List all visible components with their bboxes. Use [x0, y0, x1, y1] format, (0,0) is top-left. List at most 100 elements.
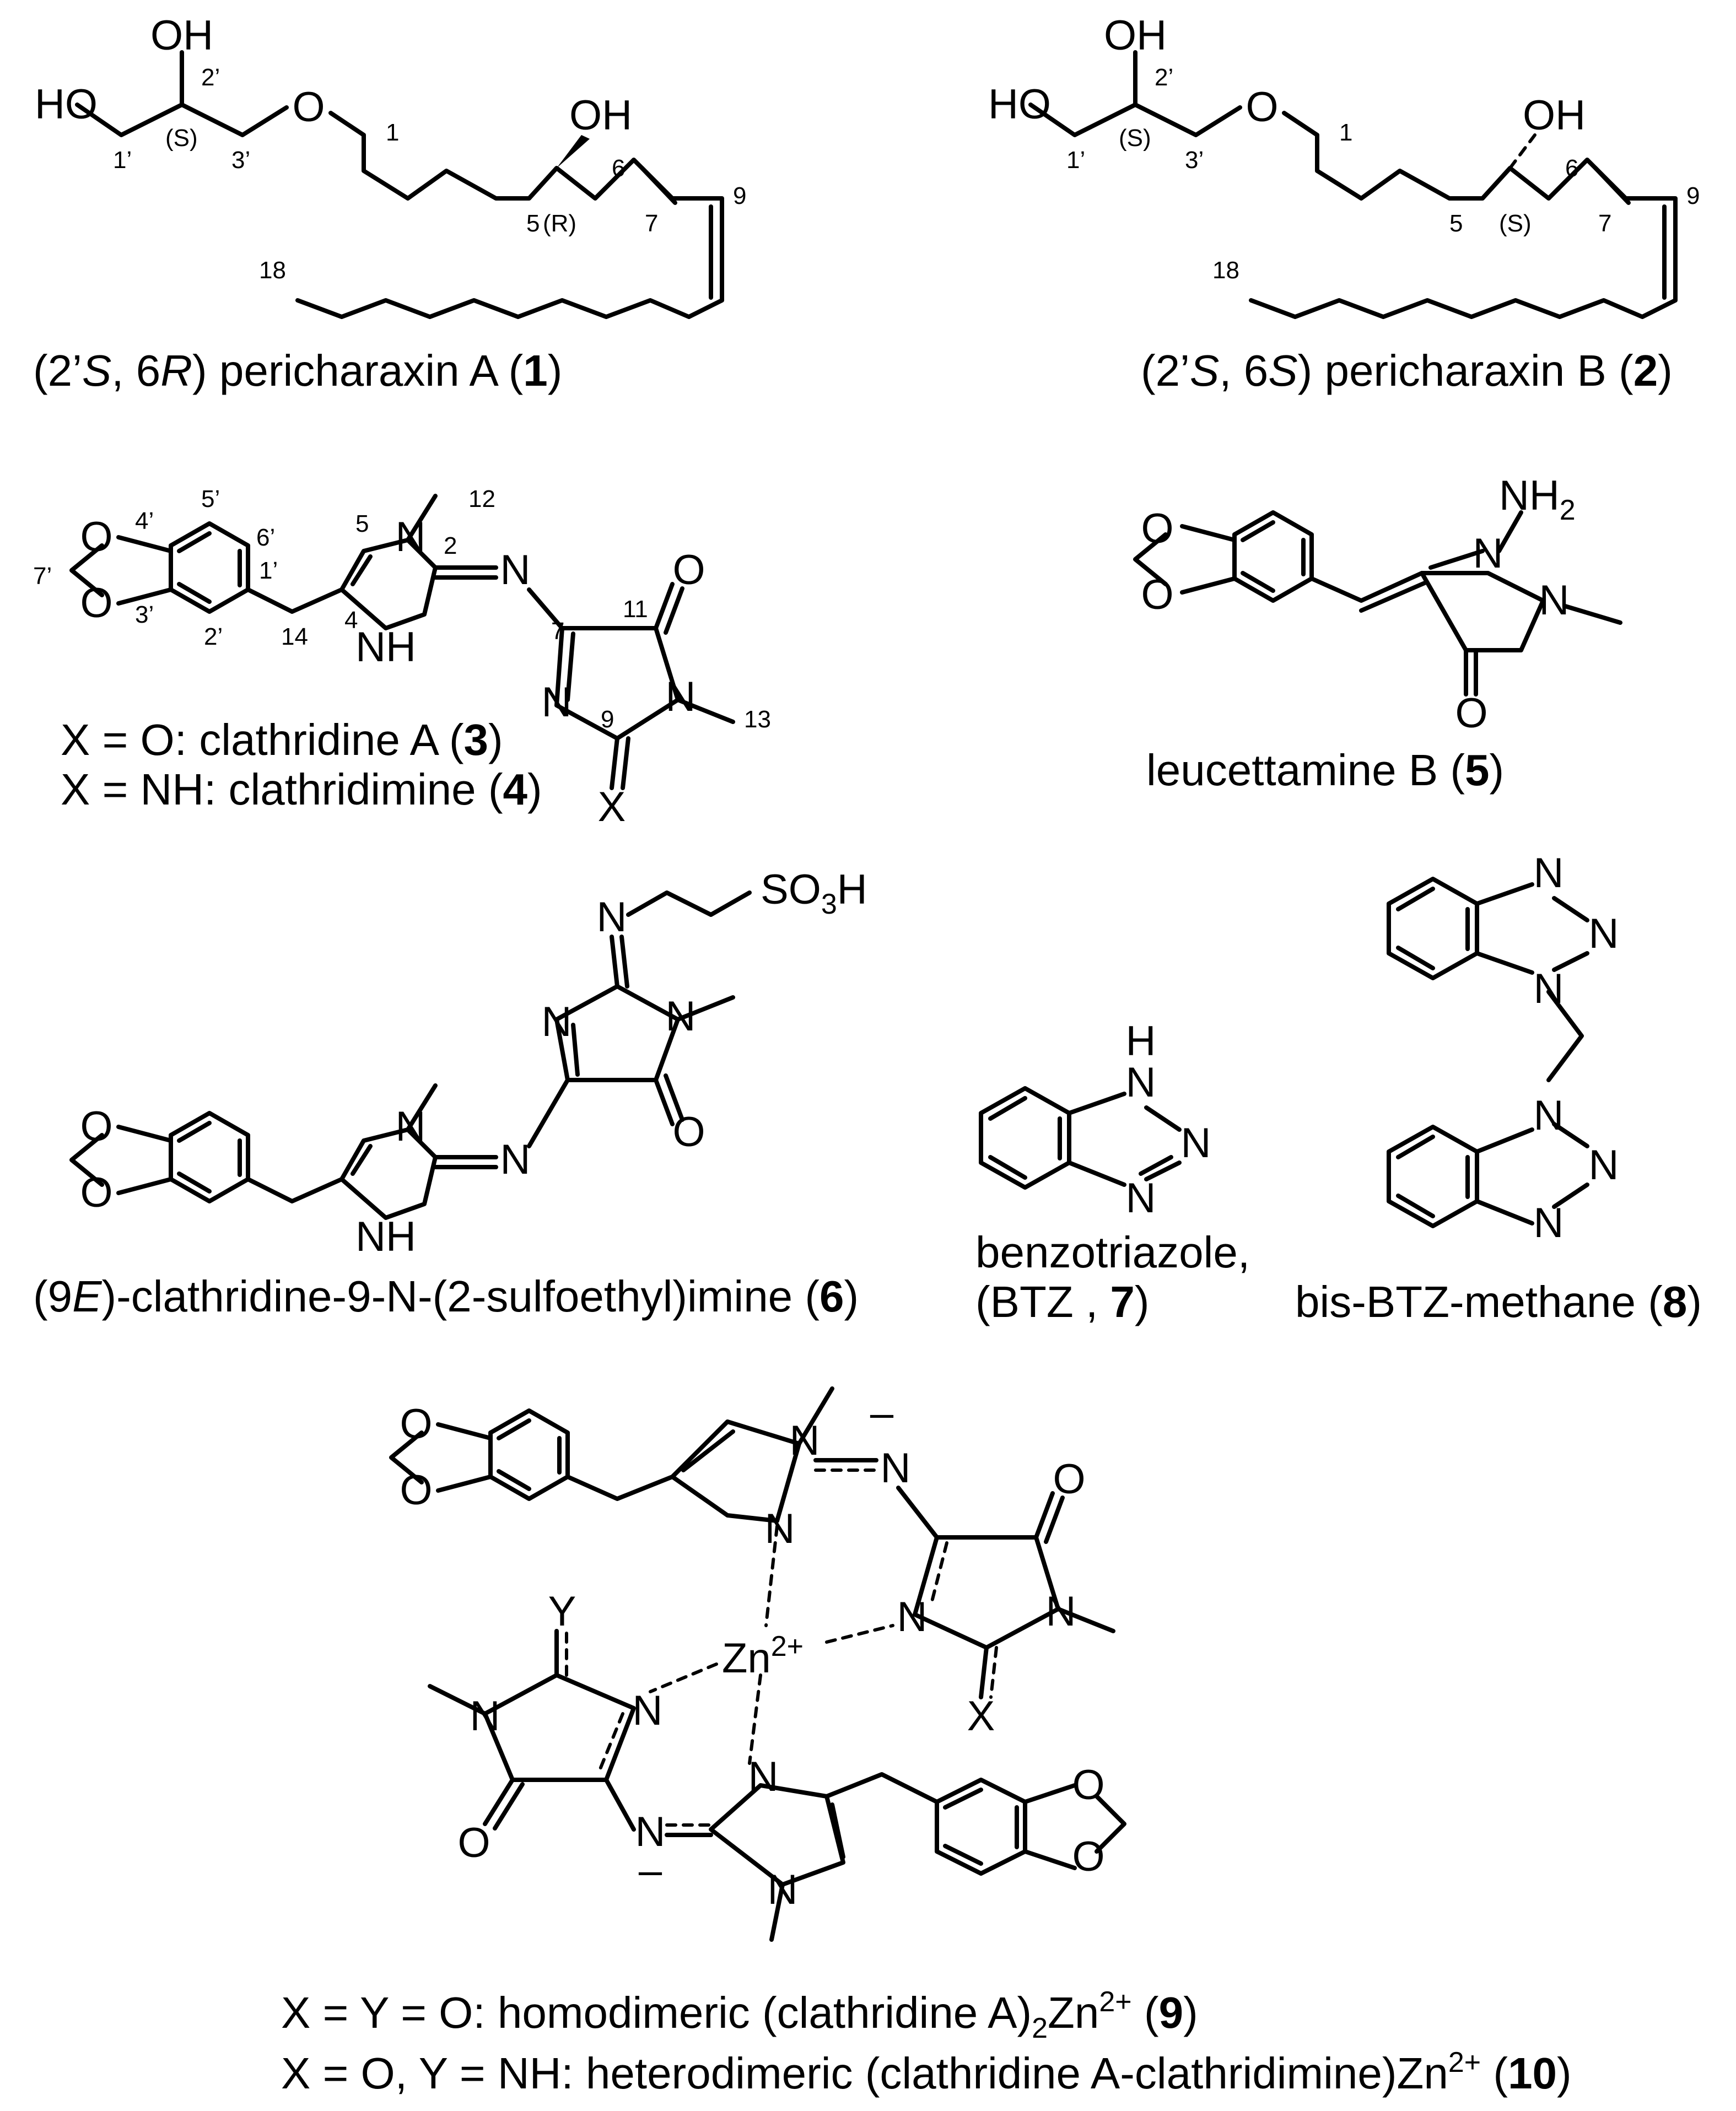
atom-o-carbonyl-5: O	[1455, 690, 1487, 737]
atom-so3h-6: SO3H	[761, 866, 867, 920]
atom-o-up-a-9: O	[400, 1401, 432, 1448]
atom-n1-3: N	[396, 514, 426, 560]
locant-1p-1: 1’	[113, 147, 132, 174]
locant-18-1: 18	[259, 257, 286, 284]
caption-compound-1: (2’S, 6R) pericharaxin A (1)	[33, 346, 562, 395]
caption-compound-9: X = Y = O: homodimeric (clathridine A)2Z…	[281, 1986, 1198, 2044]
atom-n-bot-c-8: N	[1534, 1200, 1564, 1246]
locant-1-1: 1	[386, 119, 399, 146]
compound-1-pericharaxin-a: OH HO O OH 2’ 1’ (S) 3’ 1 6 5 (R) 7 9 18…	[33, 12, 746, 395]
locant-1p-3: 1’	[259, 557, 278, 584]
caption-compound-6: (9E)-clathridine-9-N-(2-sulfoethyl)imine…	[33, 1272, 859, 1321]
atom-x-3: X	[598, 784, 626, 830]
atom-n-top-a-8: N	[1534, 850, 1564, 897]
caption-compound-5: leucettamine B (5)	[1146, 746, 1504, 795]
atom-oh-top-2: OH	[1104, 12, 1167, 59]
atom-o-carbonyl-6: O	[672, 1109, 705, 1156]
locant-2p-3: 2’	[204, 623, 223, 650]
atom-n-low-imid-methyl-9: N	[768, 1866, 798, 1913]
locant-3p-1: 3’	[231, 147, 250, 174]
atom-h-7: H	[1126, 1018, 1156, 1065]
locant-1p-2: 1’	[1066, 147, 1085, 174]
caption-compound-8: bis-BTZ-methane (8)	[1295, 1277, 1702, 1326]
locant-4p-3: 4’	[135, 507, 154, 535]
locant-2-3: 2	[444, 532, 457, 559]
compound-5-leucettamine-b: O O N N O NH2 leucettamine B (5)	[1133, 472, 1622, 795]
compound-2-pericharaxin-b: OH HO O OH 2’ 1’ (S) 3’ 1 6 5 (S) 7 9 18…	[988, 12, 1700, 395]
atom-n1-7: N	[1126, 1059, 1156, 1106]
atom-n-top-c-8: N	[1534, 965, 1564, 1012]
atom-ho-2: HO	[988, 81, 1051, 128]
atom-n-ring-5: N	[1473, 530, 1503, 577]
atom-n-up-imid-methyl-9: N	[1046, 1588, 1076, 1635]
atom-n-imine-6: N	[597, 894, 627, 941]
atom-o-ether-2: O	[1246, 84, 1278, 131]
locant-9-2: 9	[1686, 182, 1700, 209]
atom-n-low-coord-b-9: N	[748, 1753, 779, 1800]
atom-n-methyl-3: N	[666, 673, 696, 720]
atom-n-low-exo-9: N	[635, 1808, 666, 1855]
atom-oh-c6-2: OH	[1523, 92, 1586, 139]
caption-compound-2: (2’S, 6S) pericharaxin B (2)	[1141, 346, 1673, 395]
compound-9-zn-complex: O O N N N – O N N X Zn2+ Y N N O N – N N…	[281, 1386, 1572, 2098]
locant-13-3: 13	[744, 706, 771, 733]
atom-n-ring-6: N	[542, 998, 572, 1045]
atom-y-9: Y	[548, 1588, 576, 1635]
atom-n-bot-a-8: N	[1534, 1092, 1564, 1139]
caption-compound-7-b: (BTZ , 7)	[975, 1277, 1150, 1326]
caption-compound-3: X = O: clathridine A (3)	[61, 715, 503, 764]
locant-12-3: 12	[468, 485, 495, 512]
atom-o-up-carbonyl-9: O	[1053, 1456, 1085, 1503]
stereo-s-2b: (S)	[1499, 210, 1532, 237]
locant-2p-2: 2’	[1155, 64, 1173, 91]
atom-n-up-exo-9: N	[881, 1445, 911, 1492]
locant-9-1: 9	[733, 182, 746, 209]
atom-n2-7: N	[1181, 1120, 1211, 1167]
atom-n-up-methyl-9: N	[790, 1417, 820, 1464]
charge-minus-low-9: –	[639, 1847, 662, 1894]
caption-compound-10: X = O, Y = NH: heterodimeric (clathridin…	[281, 2047, 1572, 2098]
atom-n-exo-3: N	[500, 547, 531, 593]
atom-n-low-methyl-9: N	[470, 1693, 500, 1740]
atom-zn-9: Zn2+	[722, 1631, 804, 1682]
atom-o-low-carbonyl-9: O	[457, 1820, 490, 1866]
stereo-r-1: (R)	[543, 210, 576, 237]
atom-o-top-3: O	[80, 514, 112, 560]
atom-n-bot-b-8: N	[1589, 1142, 1619, 1189]
compound-8-bis-btz-methane: N N N N N N bis-BTZ-methane (8)	[1295, 850, 1702, 1326]
atom-o-top-6: O	[80, 1103, 112, 1150]
atom-o-bottom-5: O	[1141, 571, 1173, 618]
locant-3p-3: 3’	[135, 601, 154, 628]
locant-14-3: 14	[281, 623, 308, 650]
atom-o-low-a-9: O	[1072, 1762, 1104, 1808]
locant-7p-3: 7’	[33, 563, 52, 590]
atom-n-low-coord-a-9: N	[633, 1687, 663, 1734]
atom-nh-6: NH	[355, 1213, 416, 1260]
locant-4-3: 4	[344, 607, 358, 634]
locant-5p-3: 5’	[201, 485, 220, 512]
atom-o-bottom-3: O	[80, 580, 112, 627]
locant-18-2: 18	[1212, 257, 1239, 284]
atom-n3-7: N	[1126, 1175, 1156, 1222]
caption-compound-7-a: benzotriazole,	[975, 1228, 1250, 1277]
atom-o-up-b-9: O	[400, 1467, 432, 1514]
atom-n-methyl-5: N	[1539, 577, 1570, 624]
atom-oh-c6-1: OH	[569, 92, 632, 139]
locant-3p-2: 3’	[1185, 147, 1204, 174]
locant-9-3: 9	[601, 706, 614, 733]
atom-n1-6: N	[396, 1103, 426, 1150]
atom-n-top-b-8: N	[1589, 910, 1619, 957]
locant-5-3: 5	[355, 510, 369, 537]
wedge-bond-1	[557, 135, 590, 168]
locant-5-1: 5	[526, 210, 540, 237]
atom-n-methyl-6: N	[666, 993, 696, 1040]
locant-7-1: 7	[645, 210, 658, 237]
stereo-s-2a: (S)	[1119, 125, 1151, 152]
atom-n-exo-6: N	[500, 1136, 531, 1183]
locant-6-2: 6	[1565, 155, 1578, 182]
atom-o-low-b-9: O	[1072, 1833, 1104, 1880]
atom-o-bottom-6: O	[80, 1169, 112, 1216]
atom-n-ring-3: N	[542, 679, 572, 726]
